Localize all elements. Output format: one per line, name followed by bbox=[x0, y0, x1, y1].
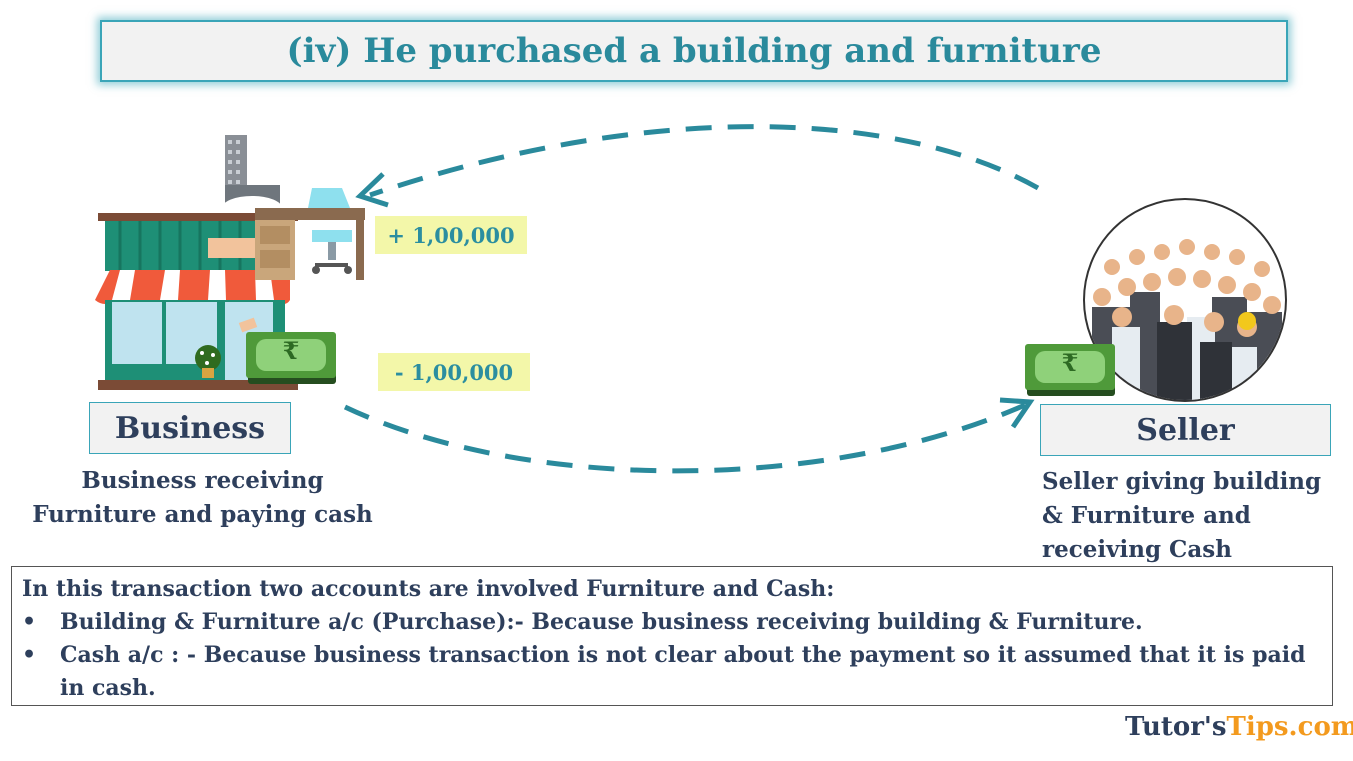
amount-minus: - 1,00,000 bbox=[378, 353, 530, 391]
arrowhead-seller bbox=[999, 397, 1035, 429]
people-crowd-icon bbox=[1092, 239, 1282, 400]
seller-description: Seller giving building & Furniture and r… bbox=[1042, 465, 1342, 567]
rupee-note-icon bbox=[1025, 344, 1115, 396]
brand-part-1: Tutor's bbox=[1125, 712, 1227, 742]
amount-plus: + 1,00,000 bbox=[375, 216, 527, 254]
arrow-top-to-business bbox=[369, 124, 1040, 198]
list-item: • Building & Furniture a/c (Purchase):- B… bbox=[22, 606, 1322, 639]
lamp-icon bbox=[308, 188, 350, 208]
title-box: (iv) He purchased a building and furnitu… bbox=[100, 20, 1288, 82]
explanation-box: In this transaction two accounts are inv… bbox=[11, 566, 1333, 706]
seller-desc-line-1: Seller giving building bbox=[1042, 468, 1322, 495]
rupee-note-icon bbox=[246, 332, 336, 384]
store-sign bbox=[208, 238, 256, 258]
cash-note-business: ₹ bbox=[246, 332, 338, 386]
business-description: Business receiving Furniture and paying … bbox=[30, 464, 375, 532]
rupee-symbol: ₹ bbox=[1061, 348, 1079, 377]
arrowhead-business bbox=[355, 172, 389, 208]
rupee-symbol: ₹ bbox=[282, 336, 300, 365]
seller-desc-line-2: & Furniture and bbox=[1042, 502, 1251, 529]
business-desc-line-2: Furniture and paying cash bbox=[32, 501, 373, 528]
desk-icon bbox=[255, 208, 365, 220]
bullet-icon: • bbox=[22, 609, 37, 635]
seller-label: Seller bbox=[1040, 404, 1331, 456]
list-item: • Cash a/c : - Because business transacti… bbox=[22, 639, 1322, 705]
chair-icon bbox=[312, 230, 352, 242]
explanation-bullet-2: Cash a/c : - Because business transactio… bbox=[60, 642, 1306, 701]
store-roof bbox=[98, 213, 298, 221]
business-label: Business bbox=[89, 402, 291, 454]
cash-note-seller: ₹ bbox=[1025, 344, 1117, 398]
arrow-bottom-to-seller bbox=[343, 402, 1027, 474]
brand-part-2: Tips.com bbox=[1226, 712, 1353, 742]
plant-icon bbox=[195, 345, 221, 371]
seller-desc-line-3: receiving Cash bbox=[1042, 536, 1232, 563]
seller-crowd-illustration bbox=[1083, 198, 1287, 402]
explanation-bullet-1: Building & Furniture a/c (Purchase):- Be… bbox=[60, 609, 1143, 635]
explanation-heading: In this transaction two accounts are inv… bbox=[22, 576, 835, 602]
business-desc-line-1: Business receiving bbox=[81, 467, 324, 494]
bullet-icon: • bbox=[22, 642, 37, 668]
page-title: (iv) He purchased a building and furnitu… bbox=[286, 31, 1102, 71]
explanation-list: • Building & Furniture a/c (Purchase):- B… bbox=[22, 606, 1322, 705]
brand-logo: Tutor'sTips.com bbox=[1125, 712, 1353, 742]
